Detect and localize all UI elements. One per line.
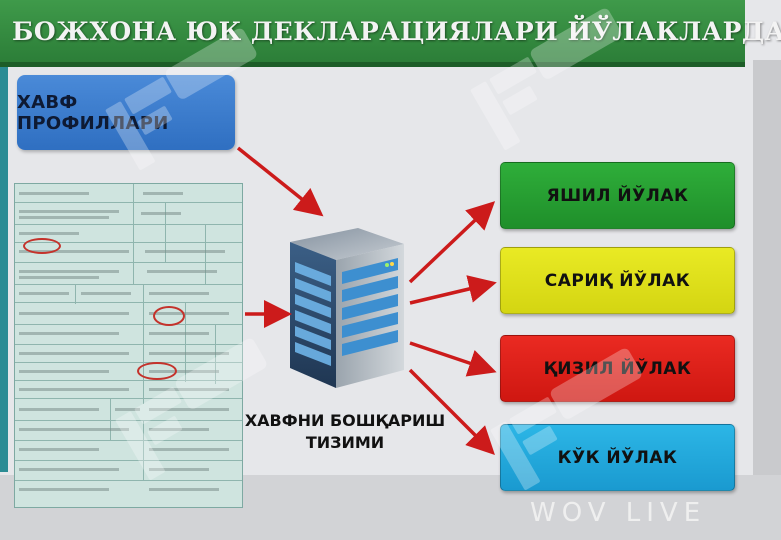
yellow-lane-box: САРИҚ ЙЎЛАК	[500, 247, 735, 314]
risk-system-line-1: ХАВФНИ БОШҚАРИШ	[244, 411, 446, 430]
risk-profiles-box: ХАВФ ПРОФИЛЛАРИ	[17, 75, 235, 150]
title-underline	[0, 62, 745, 67]
arrow-profiles-to-server	[236, 146, 324, 217]
bottom-faint-text: WOV LIVE	[530, 498, 707, 528]
highlight-circle-code	[153, 306, 185, 326]
server-icon	[290, 228, 404, 388]
blue-lane-label: КЎК ЙЎЛАК	[557, 447, 678, 468]
declaration-form-image	[14, 183, 243, 508]
slide-title: БОЖХОНА ЮК ДЕКЛАРАЦИЯЛАРИ ЙЎЛАКЛАРДА	[12, 16, 781, 46]
red-lane-label: ҚИЗИЛ ЙЎЛАК	[543, 358, 692, 379]
right-side-panel	[753, 60, 781, 500]
highlight-circle-value	[137, 362, 177, 380]
yellow-lane-label: САРИҚ ЙЎЛАК	[544, 270, 691, 291]
green-lane-box: ЯШИЛ ЙЎЛАК	[500, 162, 735, 229]
left-edge-strip	[0, 67, 8, 472]
risk-system-line-2: ТИЗИМИ	[305, 433, 385, 452]
blue-lane-box: КЎК ЙЎЛАК	[500, 424, 735, 491]
highlight-circle-sender	[23, 238, 61, 254]
arrow-server-to-red	[409, 341, 497, 377]
title-banner: БОЖХОНА ЮК ДЕКЛАРАЦИЯЛАРИ ЙЎЛАКЛАРДА	[0, 0, 781, 62]
arrow-server-to-green	[408, 201, 496, 284]
green-lane-label: ЯШИЛ ЙЎЛАК	[546, 185, 689, 206]
risk-profiles-label: ХАВФ ПРОФИЛЛАРИ	[17, 91, 169, 134]
arrow-server-to-yellow	[409, 275, 497, 305]
risk-management-system-label: ХАВФНИ БОШҚАРИШ ТИЗИМИ	[235, 410, 455, 454]
red-lane-box: ҚИЗИЛ ЙЎЛАК	[500, 335, 735, 402]
